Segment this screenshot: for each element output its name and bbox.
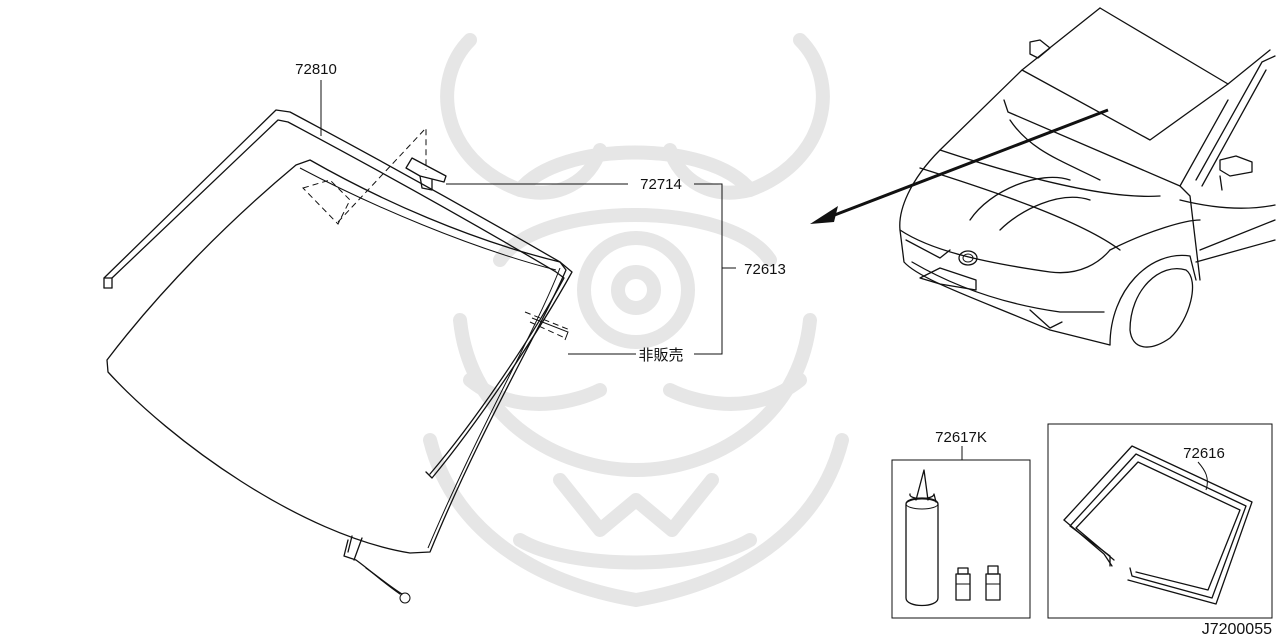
label-windshield-molding: 72810 — [295, 61, 337, 78]
label-not-for-sale: 非販売 — [638, 347, 683, 364]
label-windshield-glass-assy: 72613 — [744, 261, 786, 278]
watermark-logo — [423, 33, 849, 607]
windshield-dam-box — [1047, 423, 1273, 619]
mirror-base-part — [405, 157, 447, 191]
part-labels: 72810 72714 72613 非販売 72617K 72616 J7200… — [295, 61, 1272, 638]
car-illustration — [899, 7, 1276, 348]
windshield-glass — [106, 126, 571, 604]
windshield-molding — [103, 109, 573, 479]
label-adhesive-kit: 72617K — [935, 429, 987, 446]
label-mirror-base: 72714 — [640, 176, 682, 193]
label-windshield-dam: 72616 — [1183, 445, 1225, 462]
adhesive-kit-box — [891, 459, 1031, 619]
view-arrow — [810, 108, 1109, 224]
diagram-code: J7200055 — [1202, 621, 1272, 638]
